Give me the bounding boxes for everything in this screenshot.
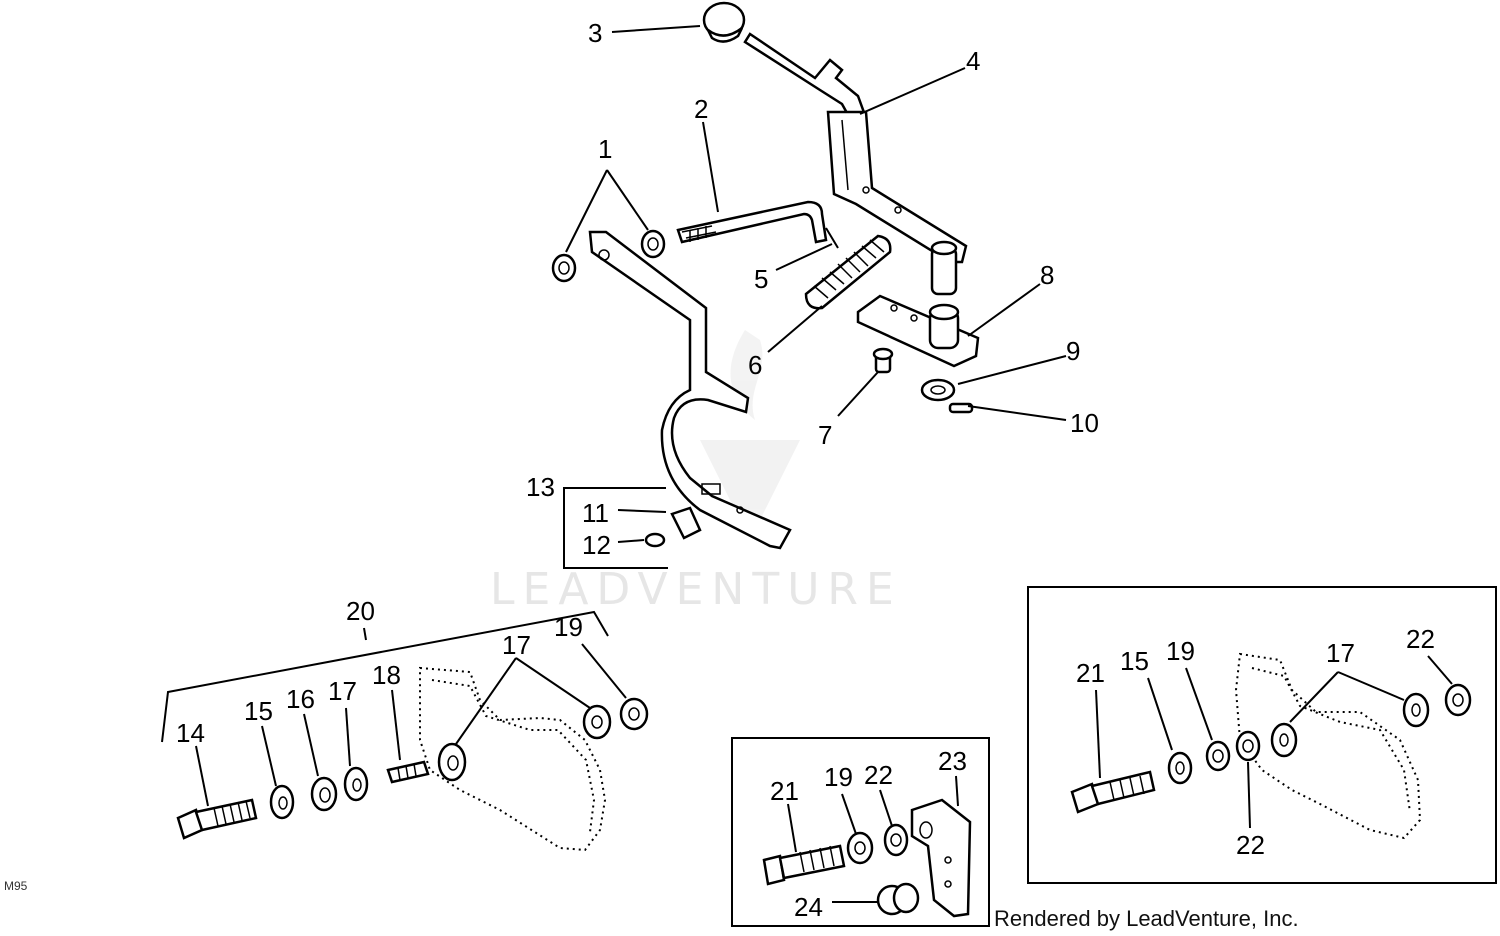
callout-11: 11 <box>582 498 609 528</box>
part-10-pin <box>948 402 974 414</box>
callout-1: 1 <box>598 134 612 164</box>
callout-6: 6 <box>748 350 762 380</box>
part-22-nut-right-b <box>1444 683 1472 717</box>
part-17-washer <box>343 766 369 802</box>
inset-middle-parts <box>762 775 972 918</box>
leader-lines-upper <box>563 25 1067 569</box>
callout-22-right-bottom: 22 <box>1236 830 1265 860</box>
part-6-spring <box>804 234 892 310</box>
callout-labels: 1 2 3 4 5 6 7 8 9 10 11 12 13 14 15 16 1… <box>176 18 1435 922</box>
callout-2: 2 <box>694 94 708 124</box>
inset-box-right <box>1027 586 1497 884</box>
callout-22-middle: 22 <box>864 760 893 790</box>
callout-15: 15 <box>244 696 273 726</box>
inset-right-parts <box>1070 652 1472 840</box>
part-21-bolt-right <box>1070 770 1156 814</box>
callout-19: 19 <box>554 612 583 642</box>
part-22-nut <box>883 823 909 857</box>
callout-10: 10 <box>1070 408 1099 438</box>
part-8-plate <box>856 294 980 368</box>
callout-9: 9 <box>1066 336 1080 366</box>
callout-7: 7 <box>818 420 832 450</box>
part-12-screw <box>644 532 666 548</box>
figure-code: M95 <box>4 879 28 893</box>
part-9-washer <box>920 378 956 402</box>
callout-14: 14 <box>176 718 205 748</box>
part-15-washer <box>269 784 295 820</box>
part-1-bracket <box>551 229 792 550</box>
part-24-nut <box>876 882 920 916</box>
assembly-20 <box>161 610 649 852</box>
callout-15-right: 15 <box>1120 646 1149 676</box>
part-17b-washer <box>437 742 467 782</box>
callout-5: 5 <box>754 264 768 294</box>
part-19-lockwasher-right <box>1205 740 1231 772</box>
part-2-rod <box>676 200 839 249</box>
callout-21-middle: 21 <box>770 776 799 806</box>
callout-19-right: 19 <box>1166 636 1195 666</box>
callout-17-right: 17 <box>1326 638 1355 668</box>
part-18-spacer <box>386 760 430 784</box>
part-22-nut-right-a <box>1235 730 1261 762</box>
callout-3: 3 <box>588 18 602 48</box>
callout-16: 16 <box>286 684 315 714</box>
callout-20: 20 <box>346 596 375 626</box>
footer-credit: Rendered by LeadVenture, Inc. <box>994 906 1299 931</box>
callout-8: 8 <box>1040 260 1054 290</box>
part-21-bolt <box>762 844 846 886</box>
part-17-washer-right <box>1270 722 1298 758</box>
callout-12: 12 <box>582 530 611 560</box>
watermark-text: LEADVENTURE <box>490 564 902 615</box>
part-3-knob <box>702 1 746 43</box>
callout-17b: 17 <box>502 630 531 660</box>
part-17c-washer <box>582 704 612 740</box>
callout-21-right: 21 <box>1076 658 1105 688</box>
inset-box-middle <box>731 737 990 927</box>
callout-13: 13 <box>526 472 555 502</box>
callout-23-middle: 23 <box>938 746 967 776</box>
part-19-lockwasher <box>846 831 874 865</box>
part-11-clip <box>670 506 702 540</box>
part-15-washer-right <box>1167 751 1193 785</box>
part-17b-washer-right <box>1402 692 1430 728</box>
part-7-bolt <box>872 347 894 374</box>
callout-4: 4 <box>966 46 980 76</box>
part-16-nut <box>310 776 338 812</box>
part-4-lever <box>743 32 968 296</box>
part-23-bracket <box>910 798 972 918</box>
callout-24-middle: 24 <box>794 892 823 922</box>
callout-17: 17 <box>328 676 357 706</box>
callout-19-middle: 19 <box>824 762 853 792</box>
part-19-nut <box>619 697 649 731</box>
callout-22-right-top: 22 <box>1406 624 1435 654</box>
part-14-bolt <box>176 798 258 840</box>
callout-18: 18 <box>372 660 401 690</box>
